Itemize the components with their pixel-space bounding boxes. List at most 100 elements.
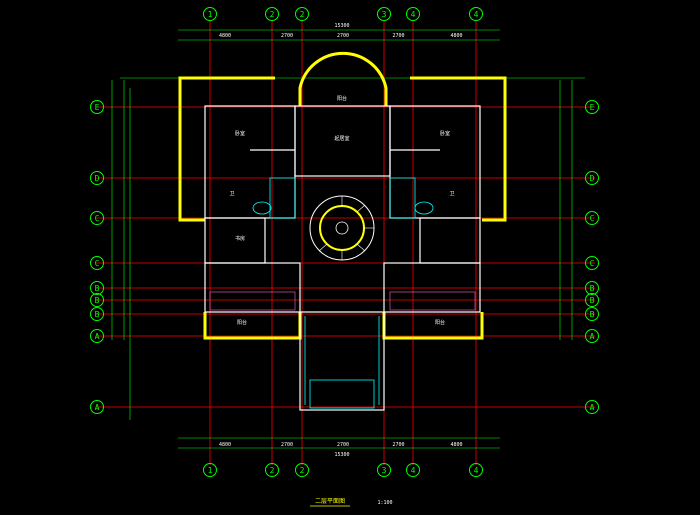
axis-bubble-label: 1 [208,10,213,19]
axis-bubble-label: B [590,296,595,305]
dimension-segment: 4800 [450,33,462,39]
axis-bubble-label: 3 [382,466,387,475]
axis-bubble-circle [203,7,217,21]
axis-bubble-bottom: 4 [469,463,483,477]
interior-walls [204,105,481,411]
axis-bubble-right: B [585,293,599,307]
axis-bubble-right: B [585,281,599,295]
axis-bubble-label: 4 [474,466,479,475]
axis-bubble-top: 4 [469,7,483,21]
drawing-title: 二层平面图 [315,498,345,505]
room-label: 卫 [229,191,234,197]
axis-bubble-label: A [590,403,595,412]
axis-bubble-circle [90,171,104,185]
room-label: 书房 [235,235,245,242]
axis-bubble-circle [90,100,104,114]
room-labels: 卧室卧室书房卫卫起居室阳台阳台阳台 [229,95,454,326]
axis-bubble-circle [377,7,391,21]
axis-bubble-circle [406,463,420,477]
axis-bubble-right: C [585,211,599,225]
axis-bubble-circle [90,211,104,225]
dimension-segment: 2700 [392,442,404,448]
axis-bubble-bottom: 2 [265,463,279,477]
axis-bubble-top: 4 [406,7,420,21]
axis-bubble-bottom: 3 [377,463,391,477]
axis-bubble-label: B [95,310,100,319]
room-label: 阳台 [435,319,445,326]
room-label: 卧室 [440,130,450,137]
axis-bubble-circle [265,7,279,21]
partitions [209,291,476,311]
axis-bubble-label: A [590,332,595,341]
axis-bubble-bottom: 1 [203,463,217,477]
axis-bubble-bottom: 2 [295,463,309,477]
axis-bubble-label: E [95,103,100,112]
axis-bubble-label: 4 [474,10,479,19]
axis-bubble-circle [377,463,391,477]
dimension-segment: 4800 [450,442,462,448]
axis-bubble-label: C [590,259,595,268]
axis-bubble-circle [585,171,599,185]
axis-bubble-left: B [90,293,104,307]
axis-bubble-circle [295,7,309,21]
axis-bubble-right: C [585,256,599,270]
axis-bubble-label: B [95,284,100,293]
axis-bubble-label: 2 [270,466,275,475]
axis-bubble-left: C [90,256,104,270]
axis-bubble-circle [90,256,104,270]
axis-bubble-left: A [90,400,104,414]
axis-bubble-label: 4 [411,10,416,19]
axis-bubble-circle [469,463,483,477]
dimension-segment: 2700 [392,33,404,39]
axis-bubble-circle [406,7,420,21]
axis-bubble-circle [90,329,104,343]
axis-bubble-circle [90,307,104,321]
dimension-segment: 2700 [337,442,349,448]
room-label: 起居室 [334,135,349,142]
axis-bubble-label: 4 [411,466,416,475]
dimension-bottom-overall: 15300 [334,452,349,458]
axis-bubble-top: 2 [265,7,279,21]
axis-bubble-label: D [95,174,100,183]
axis-bubble-left: B [90,281,104,295]
axis-bubble-label: 2 [270,10,275,19]
axis-bubble-label: 1 [208,466,213,475]
axis-bubble-label: A [95,332,100,341]
dimension-segment: 4800 [219,33,231,39]
dimension-text: 15300 15300 [334,23,349,458]
dimension-segment: 4800 [219,442,231,448]
axis-bubble-label: 3 [382,10,387,19]
axis-bubble-circle [585,211,599,225]
axis-bubble-right: B [585,307,599,321]
axis-bubble-label: C [95,259,100,268]
axis-bubble-label: B [590,284,595,293]
axis-bubble-circle [90,293,104,307]
room-label: 卧室 [235,130,245,137]
axis-bubble-label: D [590,174,595,183]
axis-bubble-top: 1 [203,7,217,21]
axis-bubble-circle [203,463,217,477]
axis-bubble-left: E [90,100,104,114]
dimension-top-overall: 15300 [334,23,349,29]
axis-bubble-circle [585,329,599,343]
axis-bubble-bottom: 4 [406,463,420,477]
axis-bubble-left: C [90,211,104,225]
axis-bubble-circle [585,100,599,114]
axis-bubble-circle [295,463,309,477]
axis-bubble-right: A [585,329,599,343]
axis-bubble-circle [585,400,599,414]
axis-bubble-circle [585,256,599,270]
axis-bubble-label: A [95,403,100,412]
axis-bubble-circle [585,307,599,321]
axis-bubble-right: A [585,400,599,414]
axis-bubble-label: C [95,214,100,223]
axis-bubble-right: E [585,100,599,114]
dimension-lines [111,29,585,449]
axis-bubble-label: B [95,296,100,305]
axis-bubble-circle [585,281,599,295]
